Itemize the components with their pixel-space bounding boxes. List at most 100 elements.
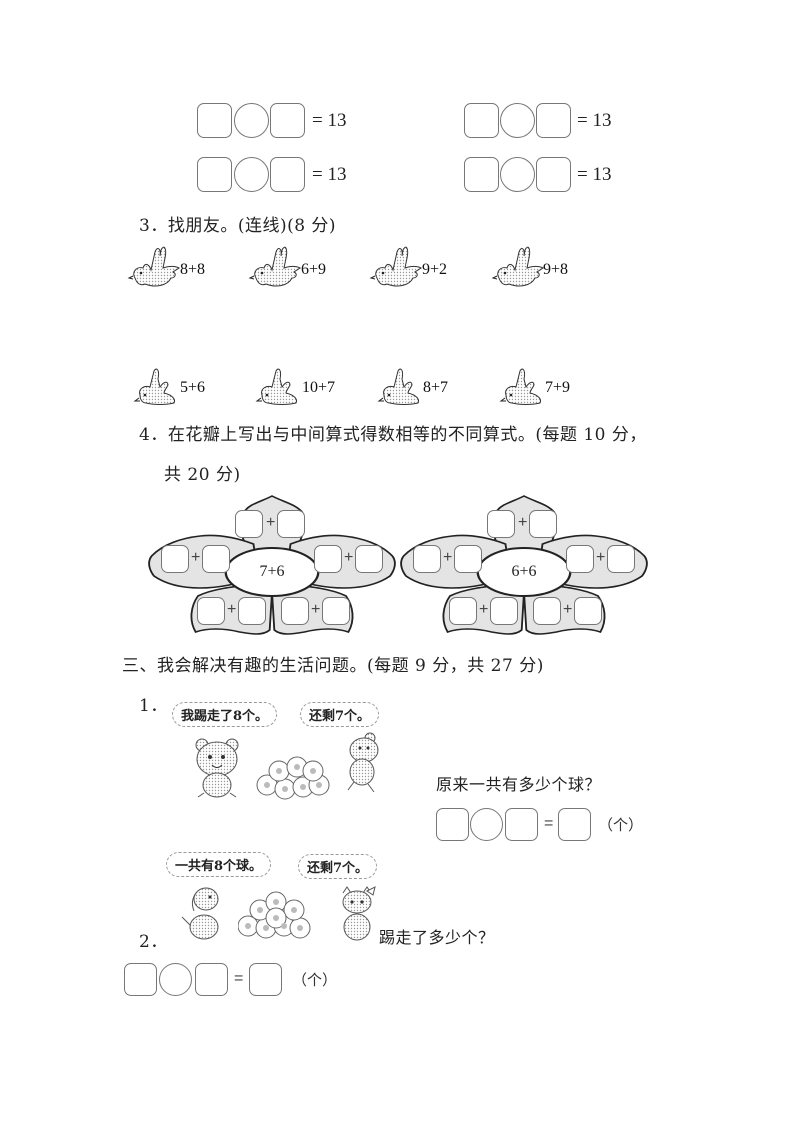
plus-sign: + [443,549,453,566]
answer-box[interactable] [197,157,232,192]
petal-box[interactable] [490,597,518,625]
problem-1-question: 原来一共有多少个球？ [436,775,602,794]
bird-icon [492,246,544,287]
petal-box[interactable] [355,545,383,573]
operator-circle[interactable] [234,103,269,138]
result-box[interactable] [249,963,282,996]
dog-character-icon [181,887,219,940]
cat-character-icon [342,886,376,941]
question-4-title: 4．在花瓣上写出与中间算式得数相等的不同算式。(每题 10 分， [139,425,647,445]
bird-expression[interactable]: 9+8 [543,261,569,278]
unit-label: （个） [598,816,644,834]
petal-box[interactable] [529,510,557,538]
plus-sign: + [518,514,528,531]
petal-box[interactable] [487,510,515,538]
petal-box[interactable] [454,545,482,573]
petal-box[interactable] [202,545,230,573]
bird-icon [500,368,542,405]
answer-box[interactable] [536,157,571,192]
petal-box[interactable] [574,597,602,625]
equals-sign: = [234,970,244,987]
bird-item[interactable] [252,365,302,411]
center-expression: 6+6 [511,563,537,580]
bird-expression[interactable]: 8+7 [423,379,449,396]
operator-circle[interactable] [500,103,535,138]
bird-item[interactable] [369,244,423,296]
plus-sign: + [596,549,606,566]
result-box[interactable] [558,808,591,841]
petal-box[interactable] [238,597,266,625]
answer-box[interactable] [536,103,571,138]
bird-icon [256,368,298,405]
bird-item[interactable] [374,365,424,411]
answer-box[interactable] [464,103,499,138]
speech-bubble-right: 还剩7个。 [300,702,380,727]
problem-2-number: 2． [139,932,168,952]
flower-1: + + + + + 7+6 [147,492,397,640]
bird-item[interactable] [130,365,180,411]
bird-expression[interactable]: 5+6 [180,379,206,396]
equation-result: = 13 [577,164,612,185]
bird-item[interactable] [248,244,302,296]
bird-icon [370,246,422,287]
petal-box[interactable] [235,510,263,538]
center-expression: 7+6 [259,563,285,580]
equals-sign: = [544,815,554,832]
petal-box[interactable] [449,597,477,625]
operator-circle[interactable] [159,963,192,996]
bird-expression[interactable]: 7+9 [545,379,571,396]
speech-bubble-left: 我踢走了8个。 [172,702,278,727]
speech-bubble-right: 还剩7个。 [298,854,378,879]
answer-box[interactable] [464,157,499,192]
soccer-balls-icon [238,891,311,939]
answer-box[interactable] [124,963,157,996]
petal-box[interactable] [322,597,350,625]
operator-circle[interactable] [234,157,269,192]
problem-1-number: 1． [139,696,168,716]
petal-box[interactable] [607,545,635,573]
bird-icon [378,368,420,405]
problem-2-question: 踢走了多少个？ [379,928,495,947]
bird-expression[interactable]: 8+8 [180,261,206,278]
petal-box[interactable] [413,545,441,573]
unit-label: （个） [292,971,338,989]
flower-2: + + + + + 6+6 [399,492,649,640]
bird-item[interactable] [496,365,546,411]
bird-item[interactable] [127,244,181,296]
question-3-title: 3．找朋友。(连线)(8 分) [139,216,337,236]
bear-character-icon [195,738,239,798]
answer-box[interactable] [436,808,469,841]
plus-sign: + [266,514,276,531]
equation-result: = 13 [312,164,347,185]
plus-sign: + [227,601,237,618]
bear-kicking-icon [347,732,379,793]
petal-box[interactable] [314,545,342,573]
plus-sign: + [479,601,489,618]
bird-item[interactable] [491,244,545,296]
bird-expression[interactable]: 6+9 [301,261,327,278]
petal-box[interactable] [161,545,189,573]
bird-icon [134,368,176,405]
petal-box[interactable] [277,510,305,538]
plus-sign: + [191,549,201,566]
bird-icon [249,246,301,287]
petal-box[interactable] [566,545,594,573]
answer-box[interactable] [197,103,232,138]
bird-expression[interactable]: 10+7 [302,379,336,396]
equation-result: = 13 [312,110,347,131]
answer-box[interactable] [195,963,228,996]
answer-box[interactable] [505,808,538,841]
operator-circle[interactable] [500,157,535,192]
plus-sign: + [344,549,354,566]
bird-expression[interactable]: 9+2 [422,261,448,278]
answer-box[interactable] [270,103,305,138]
soccer-balls-icon [256,756,330,800]
operator-circle[interactable] [470,808,503,841]
answer-box[interactable] [270,157,305,192]
plus-sign: + [311,601,321,618]
petal-box[interactable] [533,597,561,625]
bird-icon [128,246,180,287]
question-4-title-cont: 共 20 分) [164,465,241,485]
petal-box[interactable] [197,597,225,625]
petal-box[interactable] [281,597,309,625]
